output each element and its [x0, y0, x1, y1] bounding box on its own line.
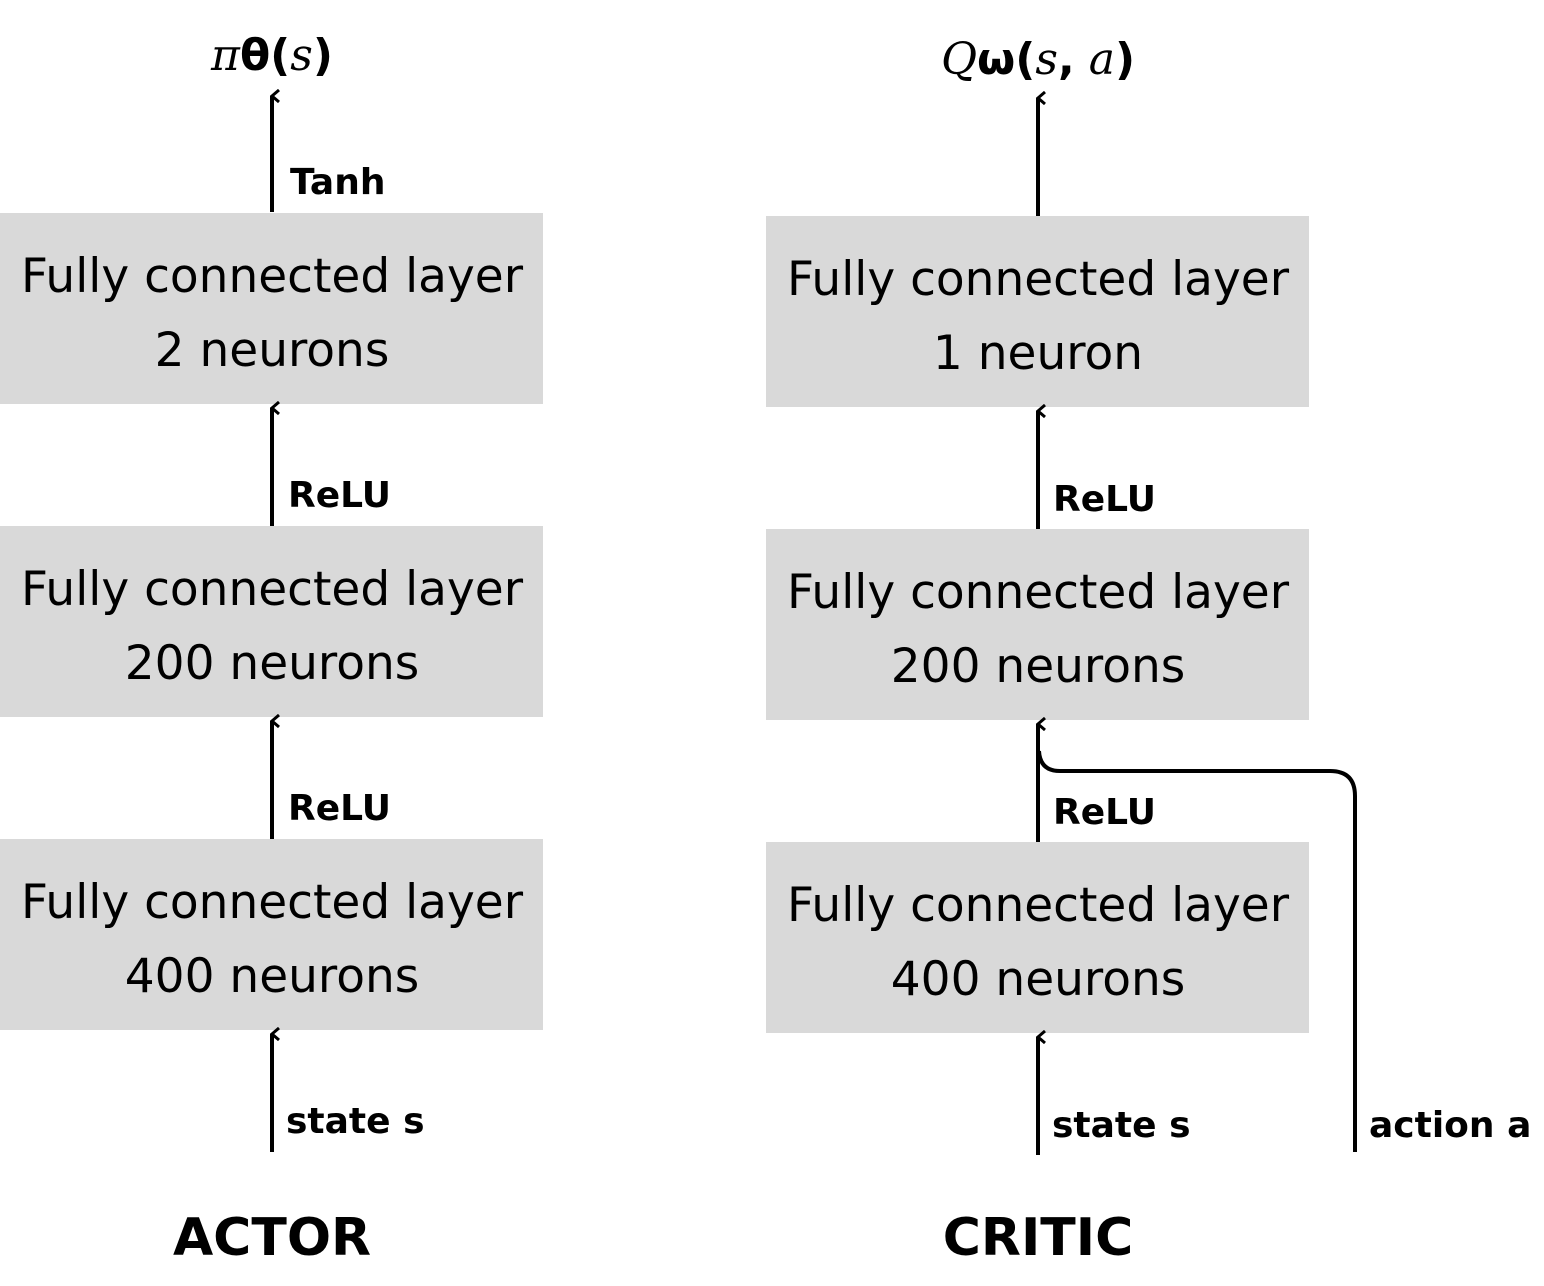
critic-layer-hidden-2-title: Fully connected layer: [787, 565, 1290, 620]
critic-layer-hidden-1-title: Fully connected layer: [787, 878, 1290, 933]
critic-layer-output-title: Fully connected layer: [787, 252, 1290, 307]
critic-title: CRITIC: [943, 1208, 1134, 1268]
critic-layer-hidden-2-box: [766, 529, 1309, 720]
actor-relu-label-1: ReLU: [288, 475, 391, 516]
actor-layer-hidden-1-title: Fully connected layer: [21, 875, 524, 930]
actor-layer-output-title: Fully connected layer: [21, 249, 524, 304]
actor-layer-hidden-2-box: [0, 526, 543, 717]
critic-state-label: state s: [1052, 1105, 1191, 1146]
critic-layer-hidden-1-box: [766, 842, 1309, 1033]
actor-relu-label-2: ReLU: [288, 788, 391, 829]
critic-action-path: [1037, 750, 1357, 1152]
actor-layer-output-neurons: 2 neurons: [155, 323, 390, 378]
critic-relu-label-2: ReLU: [1053, 792, 1156, 833]
critic-output-label: Qω(s, a): [941, 34, 1135, 85]
actor-tanh-label: Tanh: [290, 162, 385, 203]
actor-layer-hidden-1-neurons: 400 neurons: [125, 949, 419, 1004]
actor-layer-hidden-1: Fully connected layer 400 neurons: [0, 839, 543, 1030]
critic-layer-output: Fully connected layer 1 neuron: [766, 216, 1309, 407]
actor-layer-hidden-2-neurons: 200 neurons: [125, 636, 419, 691]
critic-action-label: action a: [1369, 1105, 1531, 1146]
actor-layer-output-box: [0, 213, 543, 404]
actor-title: ACTOR: [173, 1208, 371, 1268]
critic-network: Qω(s, a) Fully connected layer 1 neuron …: [766, 34, 1531, 1268]
actor-network: πθ(s) Tanh Fully connected layer 2 neuro…: [0, 30, 543, 1268]
actor-layer-output: Fully connected layer 2 neurons: [0, 213, 543, 404]
actor-layer-hidden-1-box: [0, 839, 543, 1030]
critic-layer-hidden-2: Fully connected layer 200 neurons: [766, 529, 1309, 720]
critic-layer-output-box: [766, 216, 1309, 407]
actor-output-label: πθ(s): [210, 30, 333, 81]
critic-layer-hidden-1: Fully connected layer 400 neurons: [766, 842, 1309, 1033]
critic-relu-label-1: ReLU: [1053, 479, 1156, 520]
actor-layer-hidden-2-title: Fully connected layer: [21, 562, 524, 617]
critic-layer-hidden-2-neurons: 200 neurons: [891, 639, 1185, 694]
critic-layer-output-neurons: 1 neuron: [933, 326, 1143, 381]
actor-layer-hidden-2: Fully connected layer 200 neurons: [0, 526, 543, 717]
critic-layer-hidden-1-neurons: 400 neurons: [891, 952, 1185, 1007]
actor-input-label: state s: [286, 1101, 425, 1142]
